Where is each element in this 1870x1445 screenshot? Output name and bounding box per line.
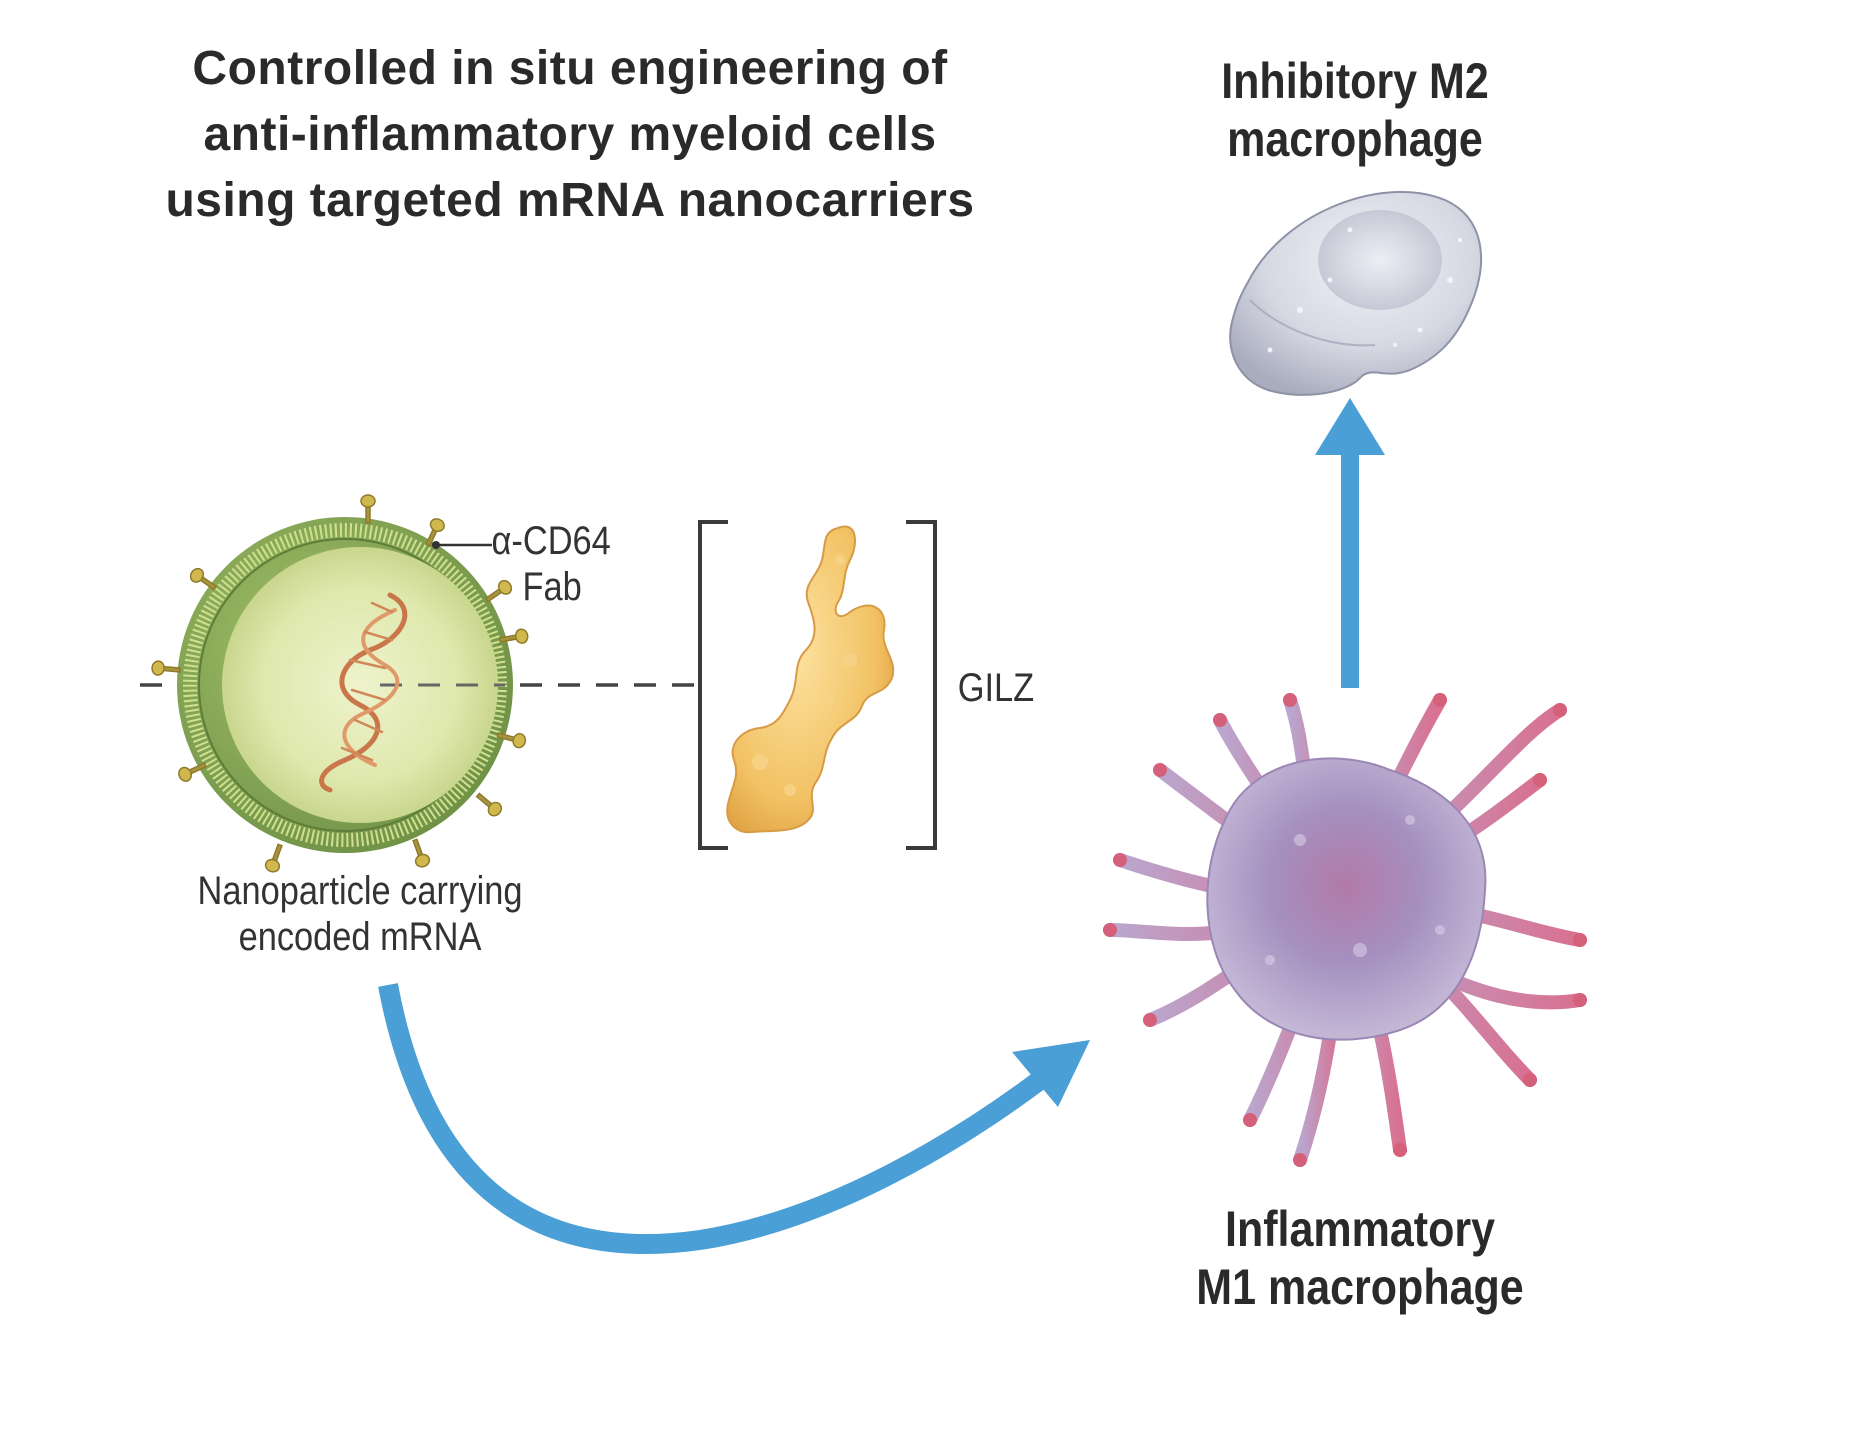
m2-label-line-1: Inhibitory M2 [1221,53,1489,109]
vertical-arrow [1315,398,1385,688]
curved-arrow [378,983,1090,1255]
gilz-brackets [698,520,937,850]
m1-cell-body [1206,757,1487,1041]
title-line-3: using targeted mRNA nanocarriers [165,174,975,227]
nanoparticle-label: Nanoparticle carrying encoded mRNA [171,868,549,960]
gilz-label: GILZ [957,666,1035,710]
nanoparticle [140,494,705,873]
m1-label: Inflammatory M1 macrophage [1179,1200,1540,1316]
fab-label-line-2: Fab [522,565,582,609]
gilz-protein [726,525,895,834]
title-line-1: Controlled in situ engineering of [192,42,948,95]
fab-leader-dot [432,541,440,549]
fab-label-line-1: α-CD64 [491,519,611,563]
vertical-arrow-head [1315,398,1385,455]
m1-pseudopod-tips [1103,693,1587,1167]
diagram-title: Controlled in situ engineering of anti-i… [70,36,1070,234]
nanoparticle-core [222,547,498,823]
mrna-strand [319,592,408,793]
title-line-2: anti-inflammatory myeloid cells [203,108,937,161]
m1-macrophage [1103,693,1587,1167]
m2-label-line-2: macrophage [1227,111,1483,167]
left-bracket [698,520,728,850]
fab-label: α-CD64 Fab [464,518,636,610]
m1-label-line-2: M1 macrophage [1196,1259,1524,1315]
fab-ligands [151,494,529,873]
m1-label-line-1: Inflammatory [1224,1201,1496,1257]
nanoparticle-label-line-2: encoded mRNA [238,915,482,959]
nanoparticle-label-line-1: Nanoparticle carrying [197,869,523,913]
m2-label: Inhibitory M2 macrophage [1187,52,1522,168]
curved-arrow-head [1012,1040,1090,1107]
right-bracket [906,520,937,850]
m2-macrophage [1229,191,1482,396]
